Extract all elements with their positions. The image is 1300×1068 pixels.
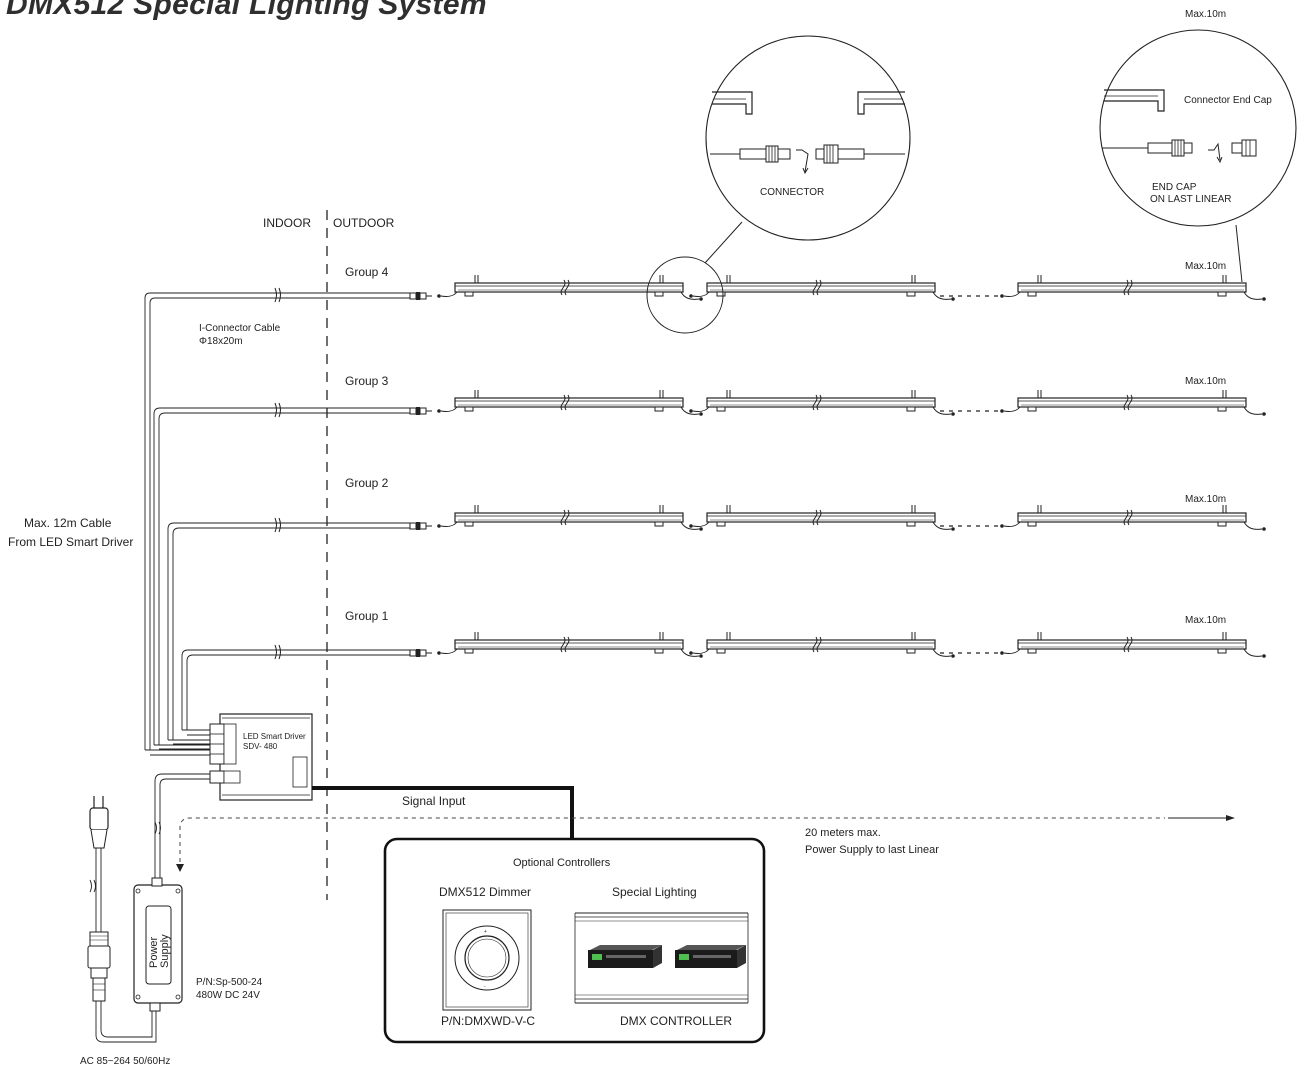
power-supply-rating: 480W DC 24V — [196, 990, 260, 1001]
connector-label: CONNECTOR — [760, 187, 824, 198]
ac-input-label: AC 85~264 50/60Hz — [80, 1056, 170, 1067]
power-supply: Power Supply — [133, 877, 183, 1012]
max-cable-line1: Max. 12m Cable — [24, 516, 112, 530]
special-lighting-title: Special Lighting — [612, 885, 697, 899]
power-supply-cables — [89, 773, 210, 1043]
connector-callout: CONNECTOR — [646, 35, 911, 334]
group-4-plug — [409, 291, 433, 301]
group-2-linear-3 — [999, 504, 1267, 532]
led-smart-driver: LED Smart Driver SDV- 480 — [209, 713, 313, 801]
endcap-line2: ON LAST LINEAR — [1150, 194, 1232, 205]
driver-label-line1: LED Smart Driver — [243, 732, 306, 741]
dmx512-dimmer-title: DMX512 Dimmer — [439, 885, 531, 899]
indoor-label: INDOOR — [263, 216, 311, 230]
group-3-label: Group 3 — [345, 374, 389, 388]
group-1-label: Group 1 — [345, 609, 389, 623]
group-1-linear-2 — [688, 631, 956, 659]
distance-dashed-line — [179, 817, 1165, 870]
dimmer-part-number: P/N:DMXWD-V-C — [441, 1014, 535, 1028]
group-2-label: Group 2 — [345, 476, 389, 490]
group-1-plug — [409, 648, 433, 658]
cable-label-line1: I-Connector Cable — [199, 323, 281, 334]
group-4-linear-1 — [436, 274, 704, 302]
power-supply-part-number: P/N:Sp-500-24 — [196, 977, 263, 988]
signal-cable — [312, 786, 574, 838]
group-2-plug — [409, 521, 433, 531]
cable-break-marks — [274, 287, 281, 660]
svg-text:-: - — [484, 984, 486, 990]
driver-label-line2: SDV- 480 — [243, 742, 278, 751]
distance-arrow-down — [176, 864, 184, 872]
group-4-linear-3 — [999, 274, 1267, 302]
group-3-linear-3 — [999, 389, 1267, 417]
dmx-controller-caption: DMX CONTROLLER — [620, 1014, 732, 1028]
distance-line1: 20 meters max. — [805, 827, 881, 839]
group-3-linear-1 — [436, 389, 704, 417]
signal-input-label: Signal Input — [402, 794, 466, 808]
group-1-max-length: Max.10m — [1185, 615, 1226, 626]
group-4-max-length: Max.10m — [1185, 261, 1226, 272]
endcap-line1: END CAP — [1152, 182, 1197, 193]
group-4-linear-2 — [688, 274, 956, 302]
svg-text:+: + — [484, 929, 487, 935]
max-cable-line2: From LED Smart Driver — [8, 535, 133, 549]
optional-controllers-box — [383, 837, 766, 1044]
group-3-linear-2 — [688, 389, 956, 417]
group-1-linear-1 — [436, 631, 704, 659]
endcap-title: Connector End Cap — [1184, 95, 1272, 106]
group-3-plug — [409, 406, 433, 416]
power-supply-label-line1: Power — [148, 936, 160, 968]
power-supply-label-line2: Supply — [159, 934, 171, 968]
outdoor-label: OUTDOOR — [333, 216, 395, 230]
group-3-max-length: Max.10m — [1185, 376, 1226, 387]
ac-plug — [87, 796, 111, 1002]
top-max-length: Max.10m — [1185, 9, 1226, 20]
dmx512-dimmer-illustration: + - — [442, 909, 532, 1011]
group-2-linear-2 — [688, 504, 956, 532]
group-cables — [144, 292, 410, 756]
dmx-controller-illustration — [574, 912, 749, 1004]
optional-controllers-title: Optional Controllers — [513, 857, 611, 869]
group-2-max-length: Max.10m — [1185, 494, 1226, 505]
cable-label-line2: Φ18x20m — [199, 336, 243, 347]
group-2-linear-1 — [436, 504, 704, 532]
distance-arrow-head — [1226, 815, 1235, 821]
endcap-callout: Connector End Cap END CAP ON LAST LINEAR — [1099, 29, 1297, 283]
group-1-linear-3 — [999, 631, 1267, 659]
group-4-label: Group 4 — [345, 265, 389, 279]
diagram-title: DMX512 Special Lighting System — [6, 0, 487, 21]
distance-line2: Power Supply to last Linear — [805, 844, 939, 856]
